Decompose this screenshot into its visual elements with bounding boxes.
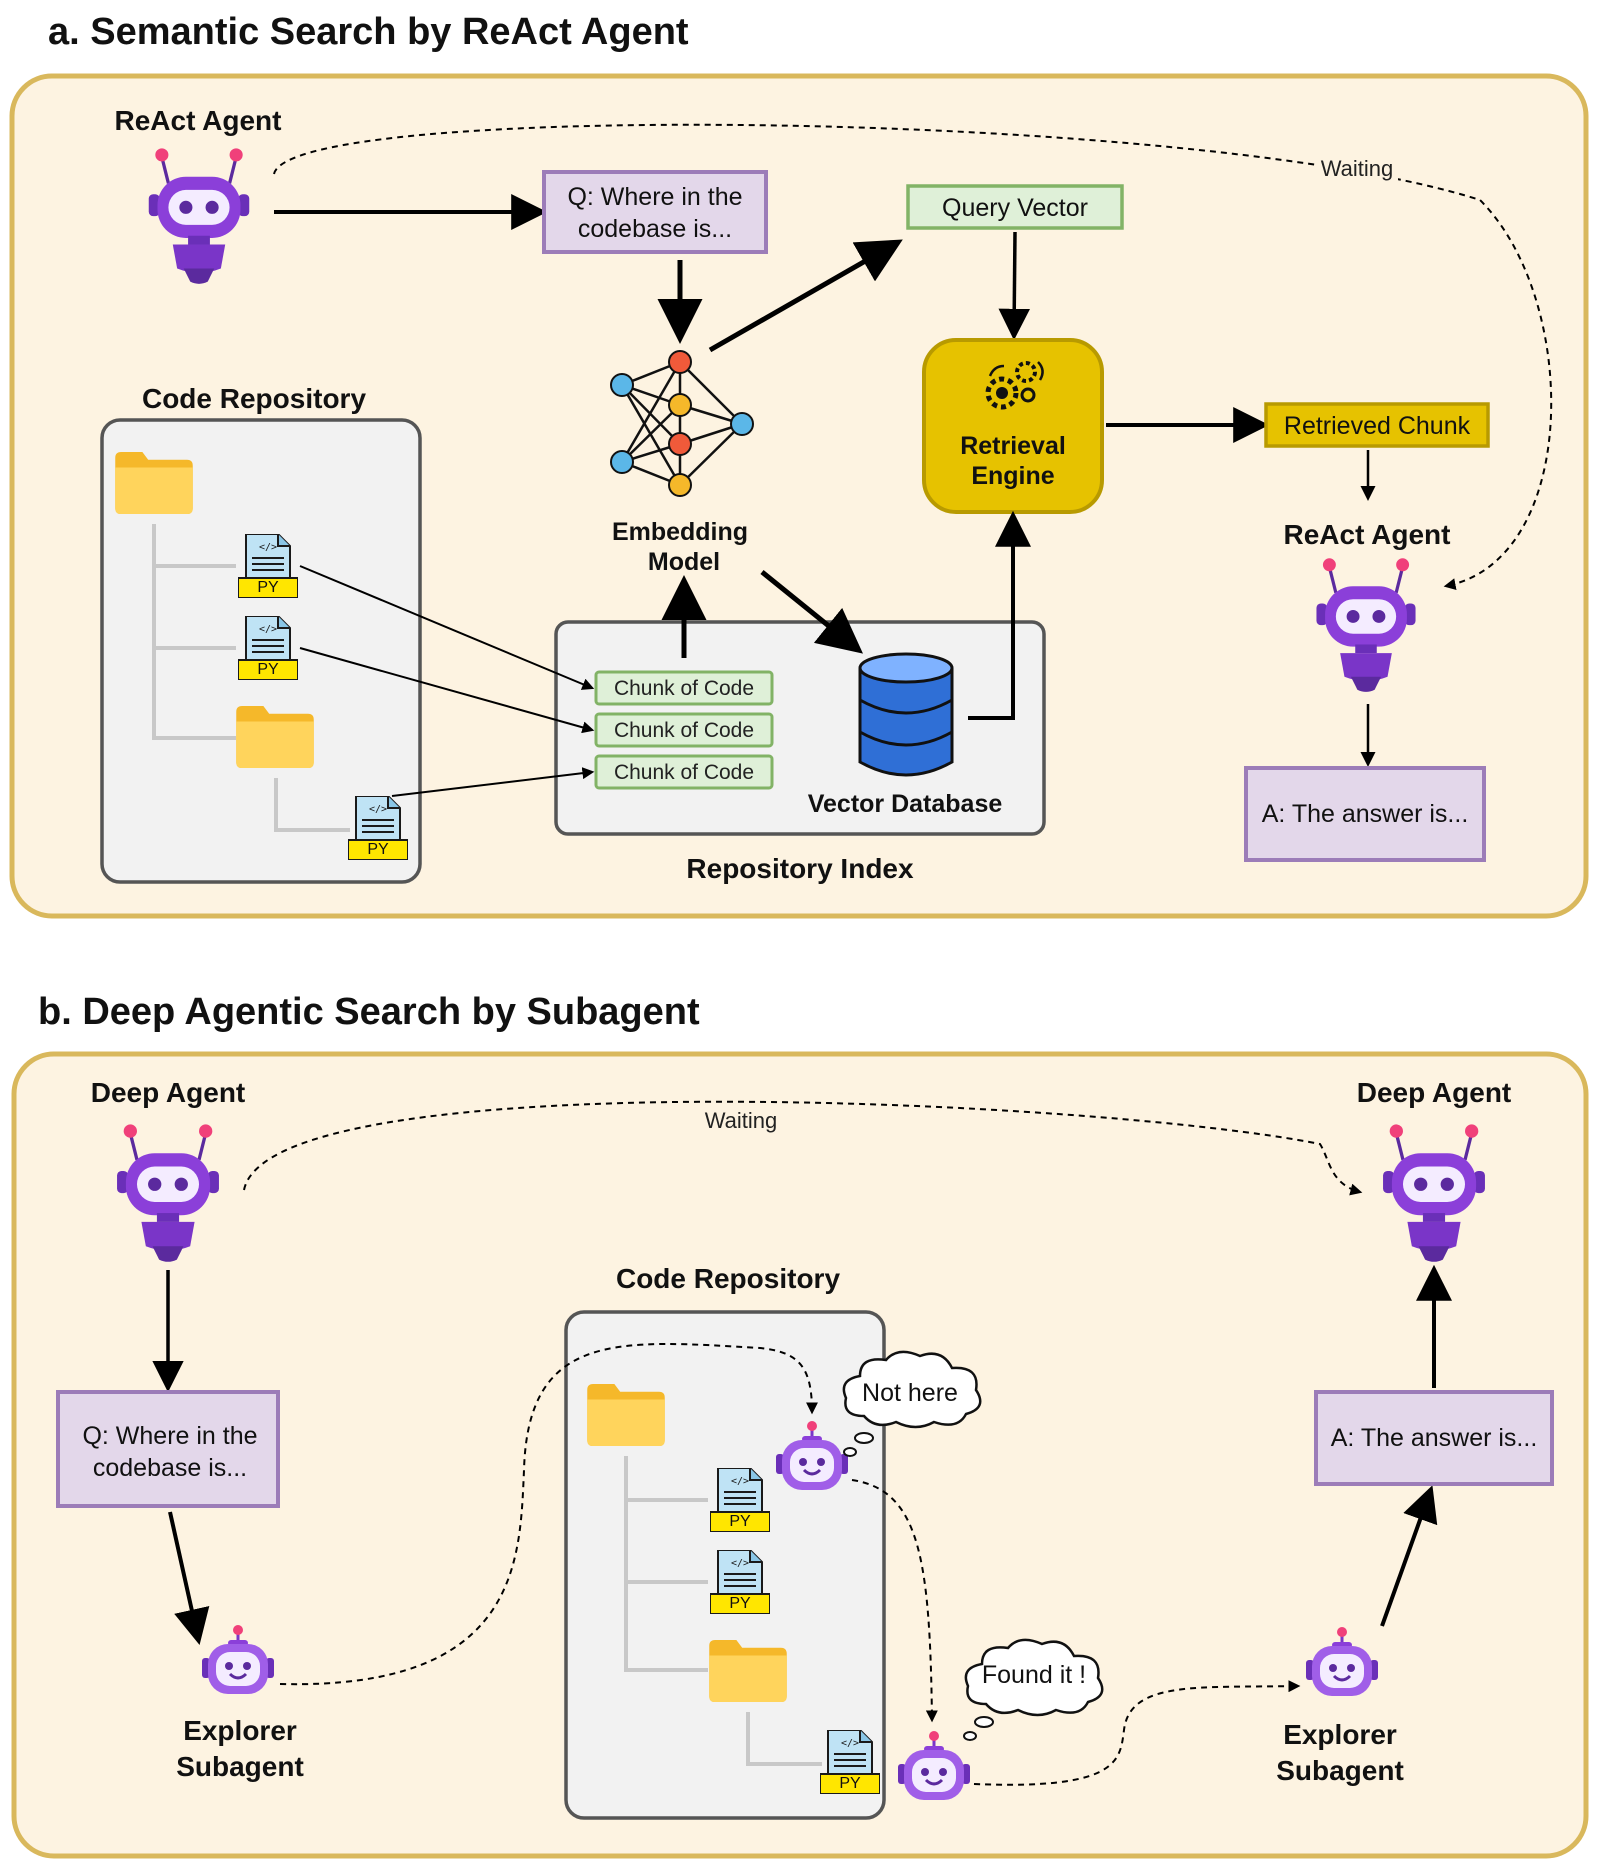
arrow-query-to-explorer [168,1511,210,1646]
py-label: PY [729,1513,751,1530]
py-label: PY [257,661,279,678]
waiting-label-bg-a [1318,152,1398,182]
not-here-label: Not here [862,1379,958,1407]
gears-icon [985,361,1044,410]
chunk-box [594,712,774,748]
waiting-label-a: Waiting [1321,156,1394,181]
answer-box-b [1314,1390,1554,1486]
folder-icon [709,1640,787,1702]
query-box-b [56,1390,280,1508]
py-label: PY [729,1595,751,1612]
embedding-label-2: Model [648,548,720,576]
thought-dot [963,1731,977,1741]
query-vector-box [906,184,1124,230]
database-icon [858,652,954,777]
arrow-file-to-chunk [299,647,595,734]
section-b-title: b. Deep Agentic Search by Subagent [38,991,700,1033]
chunk-label: Chunk of Code [614,761,754,784]
found-it-label: Found it ! [982,1661,1086,1689]
tree-lines-b [624,1456,822,1766]
react-agent-label: ReAct Agent [115,105,282,136]
folder-icon [115,452,193,514]
query-vector-label: Query Vector [942,194,1088,222]
retrieval-label-1: Retrieval [960,432,1066,460]
chunk-box [594,754,774,790]
thought-dot [974,1716,994,1728]
folder-icon [236,706,314,768]
query-line-1: Q: Where in the [567,183,742,211]
chunk-label: Chunk of Code [614,677,754,700]
chunk-label: Chunk of Code [614,719,754,742]
folder-icon [587,1384,665,1446]
thought-dot [843,1447,857,1457]
answer-label: A: The answer is... [1262,800,1469,828]
arrow-file-to-chunk [299,565,595,690]
py-label: PY [257,579,279,596]
query-b-line-1: Q: Where in the [82,1422,257,1450]
embedding-label-1: Embedding [612,518,748,546]
waiting-label-b: Waiting [705,1108,778,1133]
retrieved-chunk-label: Retrieved Chunk [1284,412,1471,440]
query-box [542,170,768,254]
explorer-right-label-2: Subagent [1276,1755,1404,1786]
query-line-2: codebase is... [578,215,732,243]
thought-dot [854,1432,874,1444]
answer-box [1244,766,1486,862]
query-b-line-2: codebase is... [93,1454,247,1482]
retrieval-label-2: Engine [971,462,1054,490]
arrow-embedding-to-vector [708,239,903,353]
tree-lines-a [152,524,350,832]
retrieved-chunk-box [1264,402,1490,448]
arrow-vector-to-retrieval [998,231,1030,341]
react-agent-label-right: ReAct Agent [1284,519,1451,550]
deep-agent-left-label: Deep Agent [91,1077,246,1108]
explorer-left-label-1: Explorer [183,1715,297,1746]
repository-index-label: Repository Index [686,853,914,884]
code-repo-label-a: Code Repository [142,383,366,414]
answer-b-label: A: The answer is... [1331,1424,1538,1452]
explorer-path-1 [279,1343,818,1686]
explorer-left-label-2: Subagent [176,1751,304,1782]
py-label: PY [839,1775,861,1792]
arrow-embedding-to-db [760,570,863,654]
waiting-label-bg-b [700,1106,782,1136]
neural-network-icon [610,350,754,497]
chunk-box [594,670,774,706]
py-label: PY [367,841,389,858]
waiting-curve-b [243,1100,1363,1196]
arrow-explorer-to-answer [1380,1485,1438,1627]
explorer-right-label-1: Explorer [1283,1719,1397,1750]
arrow-file-to-chunk [391,767,595,797]
arrow-db-to-retrieval [968,510,1031,720]
explorer-path-3 [973,1680,1301,1786]
vector-database-label: Vector Database [808,790,1003,818]
explorer-path-2 [851,1479,938,1723]
section-a-title: a. Semantic Search by ReAct Agent [48,11,689,53]
deep-agent-right-label: Deep Agent [1357,1077,1512,1108]
code-repo-label-b: Code Repository [616,1263,840,1294]
